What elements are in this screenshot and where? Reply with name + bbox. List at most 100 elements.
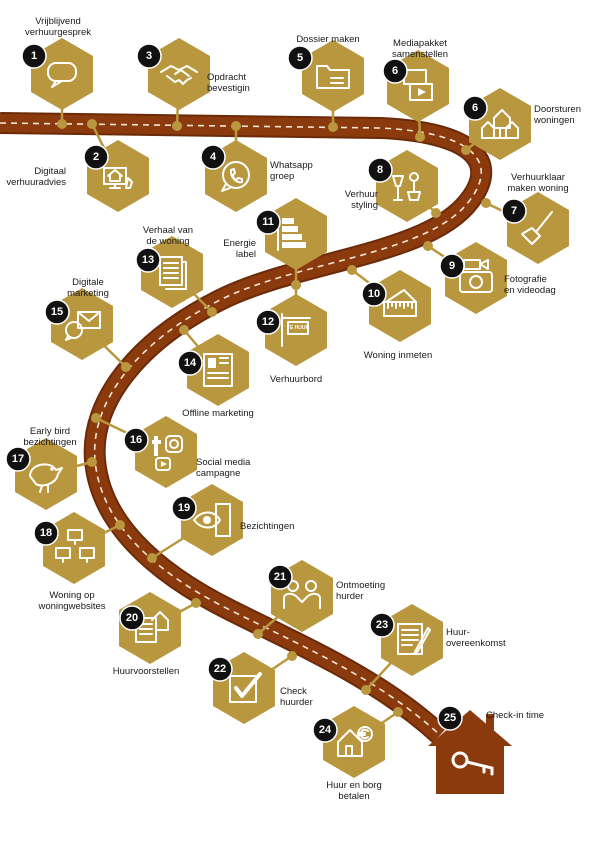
step-number-badge: 6 [382,58,408,84]
step-number-badge: 9 [439,253,465,279]
styling-icon [392,172,421,201]
step-number-badge: 18 [33,520,59,546]
step-number: 10 [368,288,380,300]
step-number-badge: 16 [123,427,149,453]
step-25: 25 [428,705,512,794]
websites-icon [55,529,95,563]
step-label-line: overeenkomst [446,638,506,649]
road-dot [291,280,301,290]
step-4: 4 [200,140,267,212]
step-number: 6 [392,65,398,77]
step-hexagon [43,512,105,584]
road-dot [253,629,263,639]
step-number: 3 [146,50,152,62]
mail-whatsapp-icon [65,311,101,341]
step-number-badge: 19 [171,495,197,521]
step-label-line: Verhuurklaar [511,172,565,183]
step-number: 20 [126,612,138,624]
step-label-line: Bezichtingen [240,521,295,532]
step-number: 9 [449,260,455,272]
road-dot [57,119,67,129]
road-dot [361,685,371,695]
step-label: Check-in time [486,710,544,721]
step-number-badge: 8 [367,157,393,183]
step-hexagon [381,604,443,676]
road-dot [287,651,297,661]
whatsapp-icon [221,161,250,192]
step-label-line: woningen [534,115,575,126]
road-dot [147,553,157,563]
step-21: 21 [267,560,333,632]
step-1: 1 [21,38,93,110]
step-label-line: woningwebsites [38,601,106,612]
step-label-line: Opdracht [207,72,247,83]
step-19: 19 [171,484,243,556]
step-label-line: samenstellen [392,49,448,60]
bird-icon [29,463,63,493]
step-label: Huurvoorstellen [113,666,180,677]
step-label-line: Early bird [29,426,71,437]
step-22: 22 [207,652,275,724]
broom-icon [521,211,553,245]
step-number: 14 [184,357,197,369]
step-label-line: verhuuradvies [6,177,66,188]
step-number: 21 [274,571,286,583]
step-number: 12 [262,316,274,328]
road-dot [393,707,403,717]
step-number-badge: 6 [462,95,488,121]
step-label-line: Woning inmeten [363,350,433,361]
folder-icon [316,65,350,89]
step-23: 23 [369,604,443,676]
step-number: 6 [472,102,478,114]
step-number-badge: 15 [44,299,70,325]
social-icon [152,435,183,471]
step-label-line: Verhuur [344,189,378,200]
step-hexagon [148,38,210,110]
step-label-line: Energie [223,238,256,249]
step-number-badge: 25 [437,705,463,731]
step-number-badge: 20 [119,605,145,631]
step-number-badge: 2 [83,144,109,170]
step-label-line: marketing [67,288,109,299]
road-dot [431,208,441,218]
road-dot [172,121,182,131]
step-label-line: de woning [146,236,190,247]
step-number: 19 [178,502,190,514]
checkbox-icon [229,672,262,703]
step-number-badge: 3 [136,43,162,69]
road-dot [347,265,357,275]
step-label-line: Ontmoeting [336,580,386,591]
road-dot [415,132,425,142]
road-dot [328,122,338,132]
step-number: 2 [93,151,99,163]
step-label-line: Offline marketing [182,408,254,419]
contract-icon [397,623,431,655]
step-hexagon [302,40,364,112]
step-number-badge: 23 [369,612,395,638]
step-label-line: bezichtingen [23,437,77,448]
step-5: 5 [287,40,364,112]
road-dot [423,241,433,251]
step-hexagon [323,706,385,778]
step-number-badge: 5 [287,45,313,71]
step-number: 23 [376,619,388,631]
step-label-line: groep [270,171,295,182]
step-label-line: hurder [336,591,364,602]
ruler-icon [383,289,417,317]
road-dot [91,413,101,423]
step-number: 5 [297,52,303,64]
road-dot [191,598,201,608]
step-label: Bezichtingen [240,521,294,532]
road-dot [87,119,97,129]
step-number: 7 [511,205,517,217]
step-number: 13 [142,254,154,266]
